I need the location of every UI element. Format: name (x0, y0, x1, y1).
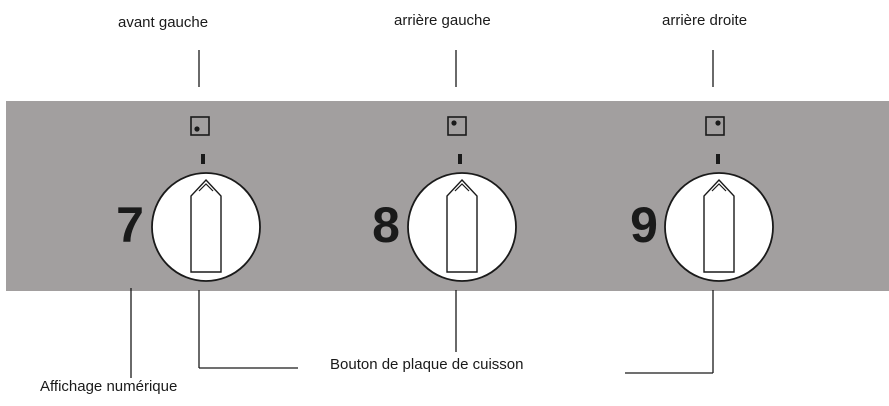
hob-knob-2[interactable] (407, 172, 517, 282)
svg-text:7: 7 (116, 197, 144, 253)
hob-knob-1[interactable] (151, 172, 261, 282)
label-front-left: avant gauche (118, 14, 209, 31)
svg-text:8: 8 (372, 197, 400, 253)
tick-mark-2 (458, 154, 462, 164)
digital-display-1: 7 (116, 197, 144, 253)
front-left-zone-icon (190, 116, 210, 136)
rear-right-zone-icon (705, 116, 725, 136)
digital-display-2: 8 (372, 197, 400, 253)
tick-mark-3 (716, 154, 720, 164)
label-digital-display: Affichage numérique (40, 378, 178, 395)
tick-mark-1 (201, 154, 205, 164)
label-hob-knob: Bouton de plaque de cuisson (330, 356, 524, 373)
digital-display-3: 9 (630, 197, 658, 253)
rear-left-zone-icon (447, 116, 467, 136)
hob-knob-3[interactable] (664, 172, 774, 282)
label-rear-left: arrière gauche (394, 12, 491, 29)
svg-text:9: 9 (630, 197, 658, 253)
label-rear-right: arrière droite (662, 12, 748, 29)
